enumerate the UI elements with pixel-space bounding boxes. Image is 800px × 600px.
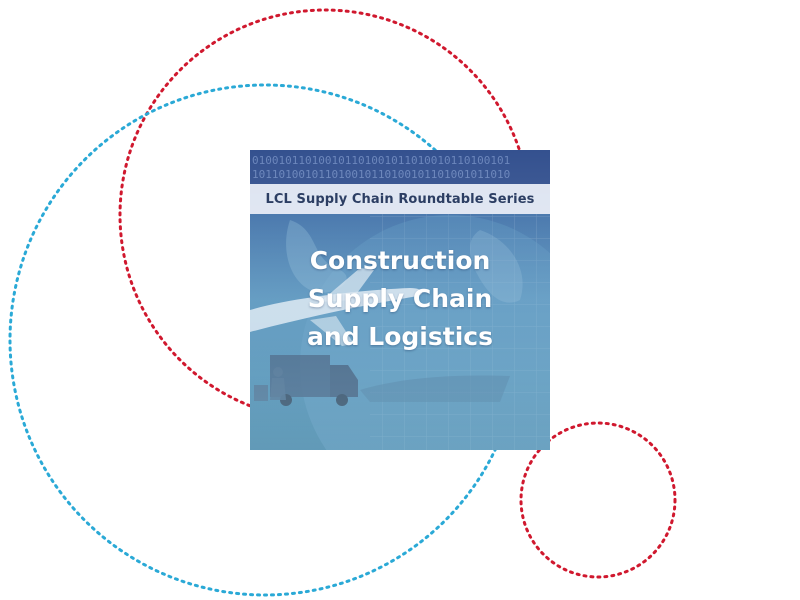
small-red-dotted-circle <box>519 421 677 579</box>
card-title-line-2: Supply Chain <box>307 284 493 313</box>
card-title: Construction Supply Chain and Logistics <box>250 242 550 356</box>
card-title-line-1: Construction <box>309 246 491 275</box>
series-banner-label: LCL Supply Chain Roundtable Series <box>265 191 535 207</box>
series-card[interactable]: 010010110100101101001011010010110100101 … <box>250 150 550 450</box>
series-banner: LCL Supply Chain Roundtable Series <box>250 184 550 214</box>
card-title-line-3: and Logistics <box>307 322 493 351</box>
